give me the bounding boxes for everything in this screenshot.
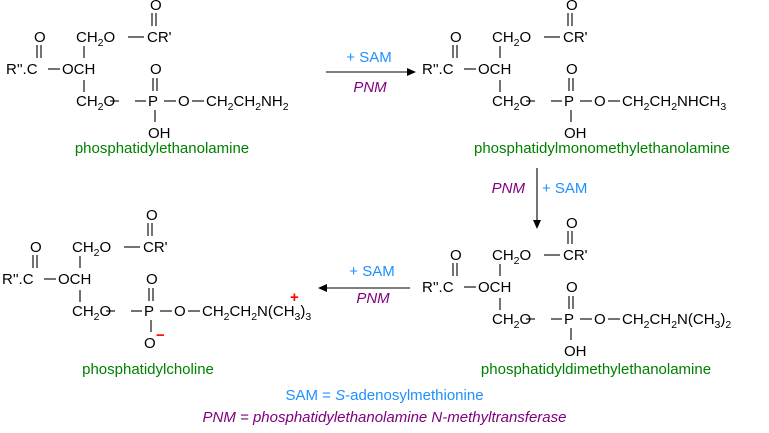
- atom-o: O: [150, 0, 162, 14]
- arrow-head: [533, 220, 541, 229]
- atom-o: O: [594, 311, 606, 328]
- sam-italic: S: [335, 387, 346, 404]
- atom-p: P: [564, 311, 574, 328]
- enzyme-label: PNM: [356, 290, 390, 307]
- ester-r2: R''.C: [422, 279, 454, 296]
- ester-r2: R''.C: [422, 61, 454, 78]
- atom-p: P: [564, 93, 574, 110]
- legend-pnm: PNM = phosphatidylethanolamine N-methylt…: [0, 409, 769, 426]
- glycerol-ch2o: CH2O: [72, 303, 111, 323]
- atom-oh: OH: [564, 343, 587, 360]
- ester-r1: CR': [147, 29, 172, 46]
- sam-abbr: SAM: [285, 387, 318, 404]
- head-group: CH2CH2N(CH3)3: [202, 303, 311, 323]
- glycerol-ch2o: CH2O: [492, 93, 531, 113]
- glycerol-ch2o: CH2O: [76, 93, 115, 113]
- legend-sam-text: SAM = S-adenosylmethionine: [285, 387, 483, 404]
- atom-o: O: [34, 29, 46, 46]
- atom-oh: OH: [564, 125, 587, 142]
- head-group: CH2CH2NH2: [206, 93, 289, 113]
- reaction-arrow-2: PNM + SAM: [492, 168, 587, 229]
- ester-r1: CR': [563, 29, 588, 46]
- atom-o: O: [450, 29, 462, 46]
- atom-o: O: [146, 207, 158, 224]
- atom-o: O: [178, 93, 190, 110]
- atom-o: O: [566, 61, 578, 78]
- reaction-arrow-1: + SAM PNM: [326, 49, 416, 96]
- glycerol-ch2o: CH2O: [72, 239, 111, 259]
- reagent-label: + SAM: [542, 180, 587, 197]
- legend-sam: SAM = S-adenosylmethionine: [0, 387, 769, 404]
- atom-o: O: [30, 239, 42, 256]
- glycerol-ch2o: CH2O: [492, 247, 531, 267]
- positive-charge: +: [290, 289, 299, 306]
- atom-o: O: [174, 303, 186, 320]
- atom-o: O: [566, 0, 578, 14]
- enzyme-label: PNM: [353, 79, 387, 96]
- glycerol-ch2o: CH2O: [492, 311, 531, 331]
- atom-o: O: [150, 61, 162, 78]
- pnm-abbr: PNM: [202, 409, 236, 426]
- sam-eq: =: [317, 387, 336, 404]
- ester-r2: R''.C: [2, 271, 34, 288]
- arrow-head: [407, 68, 416, 76]
- glycerol-och: OCH: [58, 271, 91, 288]
- compound-name: phosphatidylethanolamine: [75, 140, 249, 157]
- atom-o: O: [450, 247, 462, 264]
- ester-r2: R''.C: [6, 61, 38, 78]
- glycerol-och: OCH: [478, 279, 511, 296]
- reagent-label: + SAM: [346, 49, 391, 66]
- head-group: CH2CH2N(CH3)2: [622, 311, 731, 331]
- ester-r1: CR': [563, 247, 588, 264]
- glycerol-och: OCH: [62, 61, 95, 78]
- atom-o: O: [146, 271, 158, 288]
- sam-rest: -adenosylmethionine: [345, 387, 484, 404]
- atom-o: O: [566, 215, 578, 232]
- compound-name: phosphatidylmonomethylethanolamine: [474, 140, 730, 157]
- enzyme-label: PNM: [492, 180, 526, 197]
- atom-o: O: [594, 93, 606, 110]
- glycerol-ch2o: CH2O: [492, 29, 531, 49]
- negative-charge: −: [156, 327, 165, 344]
- atom-o: O: [144, 335, 156, 352]
- atom-oh: OH: [148, 125, 171, 142]
- compound-name: phosphatidylcholine: [82, 361, 214, 378]
- pnm-eq: = phosphatidylethanolamine: [235, 409, 432, 426]
- reagent-label: + SAM: [349, 263, 394, 280]
- reaction-arrow-3: + SAM PNM: [318, 263, 410, 307]
- compound-name: phosphatidyldimethylethanolamine: [481, 361, 711, 378]
- glycerol-ch2o: CH2O: [76, 29, 115, 49]
- glycerol-och: OCH: [478, 61, 511, 78]
- ester-r1: CR': [143, 239, 168, 256]
- atom-o: O: [566, 279, 578, 296]
- arrow-head: [318, 284, 327, 292]
- pnm-rest: -methyltransferase: [442, 409, 567, 426]
- head-group: CH2CH2NHCH3: [622, 93, 726, 113]
- pnm-italic: N: [431, 409, 443, 426]
- atom-p: P: [144, 303, 154, 320]
- atom-p: P: [148, 93, 158, 110]
